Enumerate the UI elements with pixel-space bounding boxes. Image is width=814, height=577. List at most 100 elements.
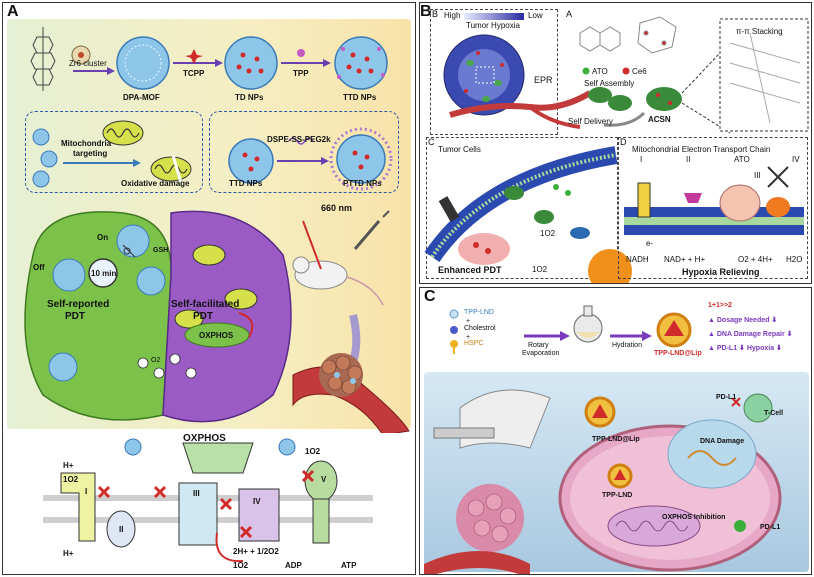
- oxphos-protein-icon: [182, 442, 254, 474]
- mito-targeting-box: [25, 111, 203, 193]
- tumor-cell-membrane-art: [424, 146, 632, 283]
- tpp-lnd-lip-cell-label: TPP-LND@Lip: [592, 436, 640, 443]
- linker-molecule-icon: [30, 27, 56, 91]
- tcpp-icon: [185, 49, 203, 64]
- singlet-o2-c-label: 1O2: [540, 229, 556, 238]
- pi-stacking-label: π-π Stacking: [736, 27, 783, 36]
- prep-row-art: [449, 305, 692, 354]
- cholestrol-label: Cholestrol: [464, 325, 496, 332]
- laser-beam-icon: [302, 220, 322, 270]
- tpp-icon: [297, 49, 305, 57]
- hydration-label: Hydration: [612, 342, 642, 349]
- oxphos-inhibition-label: OXPHOS Inhibition: [662, 514, 726, 521]
- oxphos-chain-label: OXPHOS: [183, 433, 226, 444]
- complex-iv-d-icon: [766, 197, 790, 217]
- mito-targeting-label-2: targeting: [73, 149, 108, 158]
- ce6-dot-icon: [622, 67, 630, 75]
- sub-c-box: [426, 137, 618, 279]
- vessel-c-icon: [424, 551, 530, 574]
- oxphos-cell-label: OXPHOS: [199, 331, 234, 340]
- ce6-molecule-icon: [637, 16, 677, 54]
- adp-label: ADP: [285, 561, 302, 570]
- roman-iii-label: III: [754, 171, 761, 180]
- off-label: Off: [33, 263, 45, 272]
- self-facilitated-label-2: PDT: [193, 311, 213, 322]
- o2-label: O2: [151, 357, 161, 364]
- tpp-lnd-lip-label: TPP-LND@Lip: [654, 350, 702, 357]
- x-cross-d-icon: [767, 166, 789, 188]
- vessel-icon: [449, 90, 592, 118]
- ttd-nps-icon: [334, 36, 388, 90]
- singlet-o2-c2-label: 1O2: [532, 265, 548, 274]
- stacking-lattice-icon: [729, 32, 801, 124]
- tpp-label: TPP: [293, 69, 309, 78]
- t-cell-icon: [743, 393, 773, 423]
- singlet-o2-right-label: 1O2: [305, 447, 321, 456]
- pd-l1-label: PD-L1: [716, 394, 737, 401]
- complex-i-d-icon: [637, 182, 651, 218]
- panel-b-label: B: [420, 3, 432, 20]
- hspc-icon: [450, 340, 458, 354]
- oxidative-damage-label: Oxidative damage: [121, 179, 190, 188]
- ato-molecule-icon: [579, 26, 621, 52]
- stacking-box: [719, 18, 809, 132]
- dspe-label: DSPE-SS-PEG2k: [267, 135, 331, 144]
- complex-ii-label: II: [119, 525, 124, 534]
- mito-targeting-label-1: Mitochondria: [61, 139, 112, 148]
- ttd-nps-label-2: TTD NPs: [229, 179, 263, 188]
- tumor-tissue-icon: [456, 484, 524, 552]
- td-nps-label: TD NPs: [235, 93, 264, 102]
- damaged-mitochondrion-icon: [150, 154, 192, 184]
- ttd-np-small-icon: [228, 138, 274, 184]
- pttd-np-icon: [329, 127, 393, 191]
- pttd-nps-label: PTTD NPs: [343, 179, 382, 188]
- complex-i-icon: [60, 472, 96, 542]
- sub-b-label: B: [432, 9, 439, 19]
- membrane-d: [624, 207, 804, 235]
- syringe-icon: [353, 210, 390, 250]
- panel-a: A: [2, 2, 416, 575]
- scissors-icon: [122, 244, 136, 258]
- o2-eq-label: O2 + 4H+: [738, 255, 773, 264]
- self-reported-label-2: PDT: [65, 311, 85, 322]
- complex-ii-icon: [106, 510, 136, 548]
- nucleus-icon: [667, 419, 757, 489]
- 10min-label: 10 min: [91, 269, 117, 278]
- tumor-hypoxia-label: Tumor Hypoxia: [466, 21, 520, 30]
- self-reported-label-1: Self-reported: [47, 299, 110, 310]
- laser-icon: [438, 196, 460, 222]
- dosage-label: ▲ Dosage Needed ⬇: [708, 317, 778, 324]
- pdl1-hypoxia-label: ▲ PD-L1 ⬇ Hypoxia ⬇: [708, 345, 782, 352]
- singlet-o2-left-label: 1O2: [63, 475, 79, 484]
- plus2-label: +: [466, 334, 471, 341]
- roman-ii-label: II: [686, 155, 691, 164]
- singlet-o2-bottom-label: 1O2: [233, 561, 249, 570]
- pd-l1-cell-label: PD-L1: [760, 524, 781, 531]
- rotary-label: Rotary: [528, 342, 549, 349]
- nanoparticle-in-cell-icons: [48, 224, 166, 382]
- self-assembly-label: Self Assembly: [584, 79, 635, 88]
- electron-label: e-: [646, 239, 654, 248]
- evaporation-label: Evaporation: [522, 350, 560, 357]
- hypoxia-relieving-label: Hypoxia Relieving: [682, 267, 760, 277]
- high-label: High: [444, 11, 461, 20]
- tpp-lnd-icon: [449, 309, 459, 319]
- tumor-cell-illustration: [24, 210, 410, 436]
- complex-iii-label: III: [193, 489, 200, 498]
- complex-i-label: I: [85, 487, 88, 496]
- etc-chain: [43, 438, 373, 563]
- panel-b: B B High Low Tumor Hypoxia EPR A ATO Ce6: [419, 2, 812, 284]
- hspc-label: HSPC: [464, 340, 484, 347]
- sub-d-label: D: [620, 137, 627, 147]
- np-icons: [124, 438, 296, 456]
- roman-i-label: I: [640, 155, 643, 164]
- pd-l1-dot-icon: [734, 520, 746, 532]
- plus1-label: +: [466, 318, 471, 325]
- dpa-mof-label: DPA-MOF: [123, 93, 160, 102]
- hypoxia-gradient-bar: [464, 13, 524, 20]
- complex-ii-d-icon: [684, 193, 702, 203]
- roman-iv-label: IV: [792, 155, 800, 164]
- dpa-mof-icon: [116, 36, 170, 90]
- flask-icon: [573, 305, 603, 343]
- ce6-label: Ce6: [632, 67, 647, 76]
